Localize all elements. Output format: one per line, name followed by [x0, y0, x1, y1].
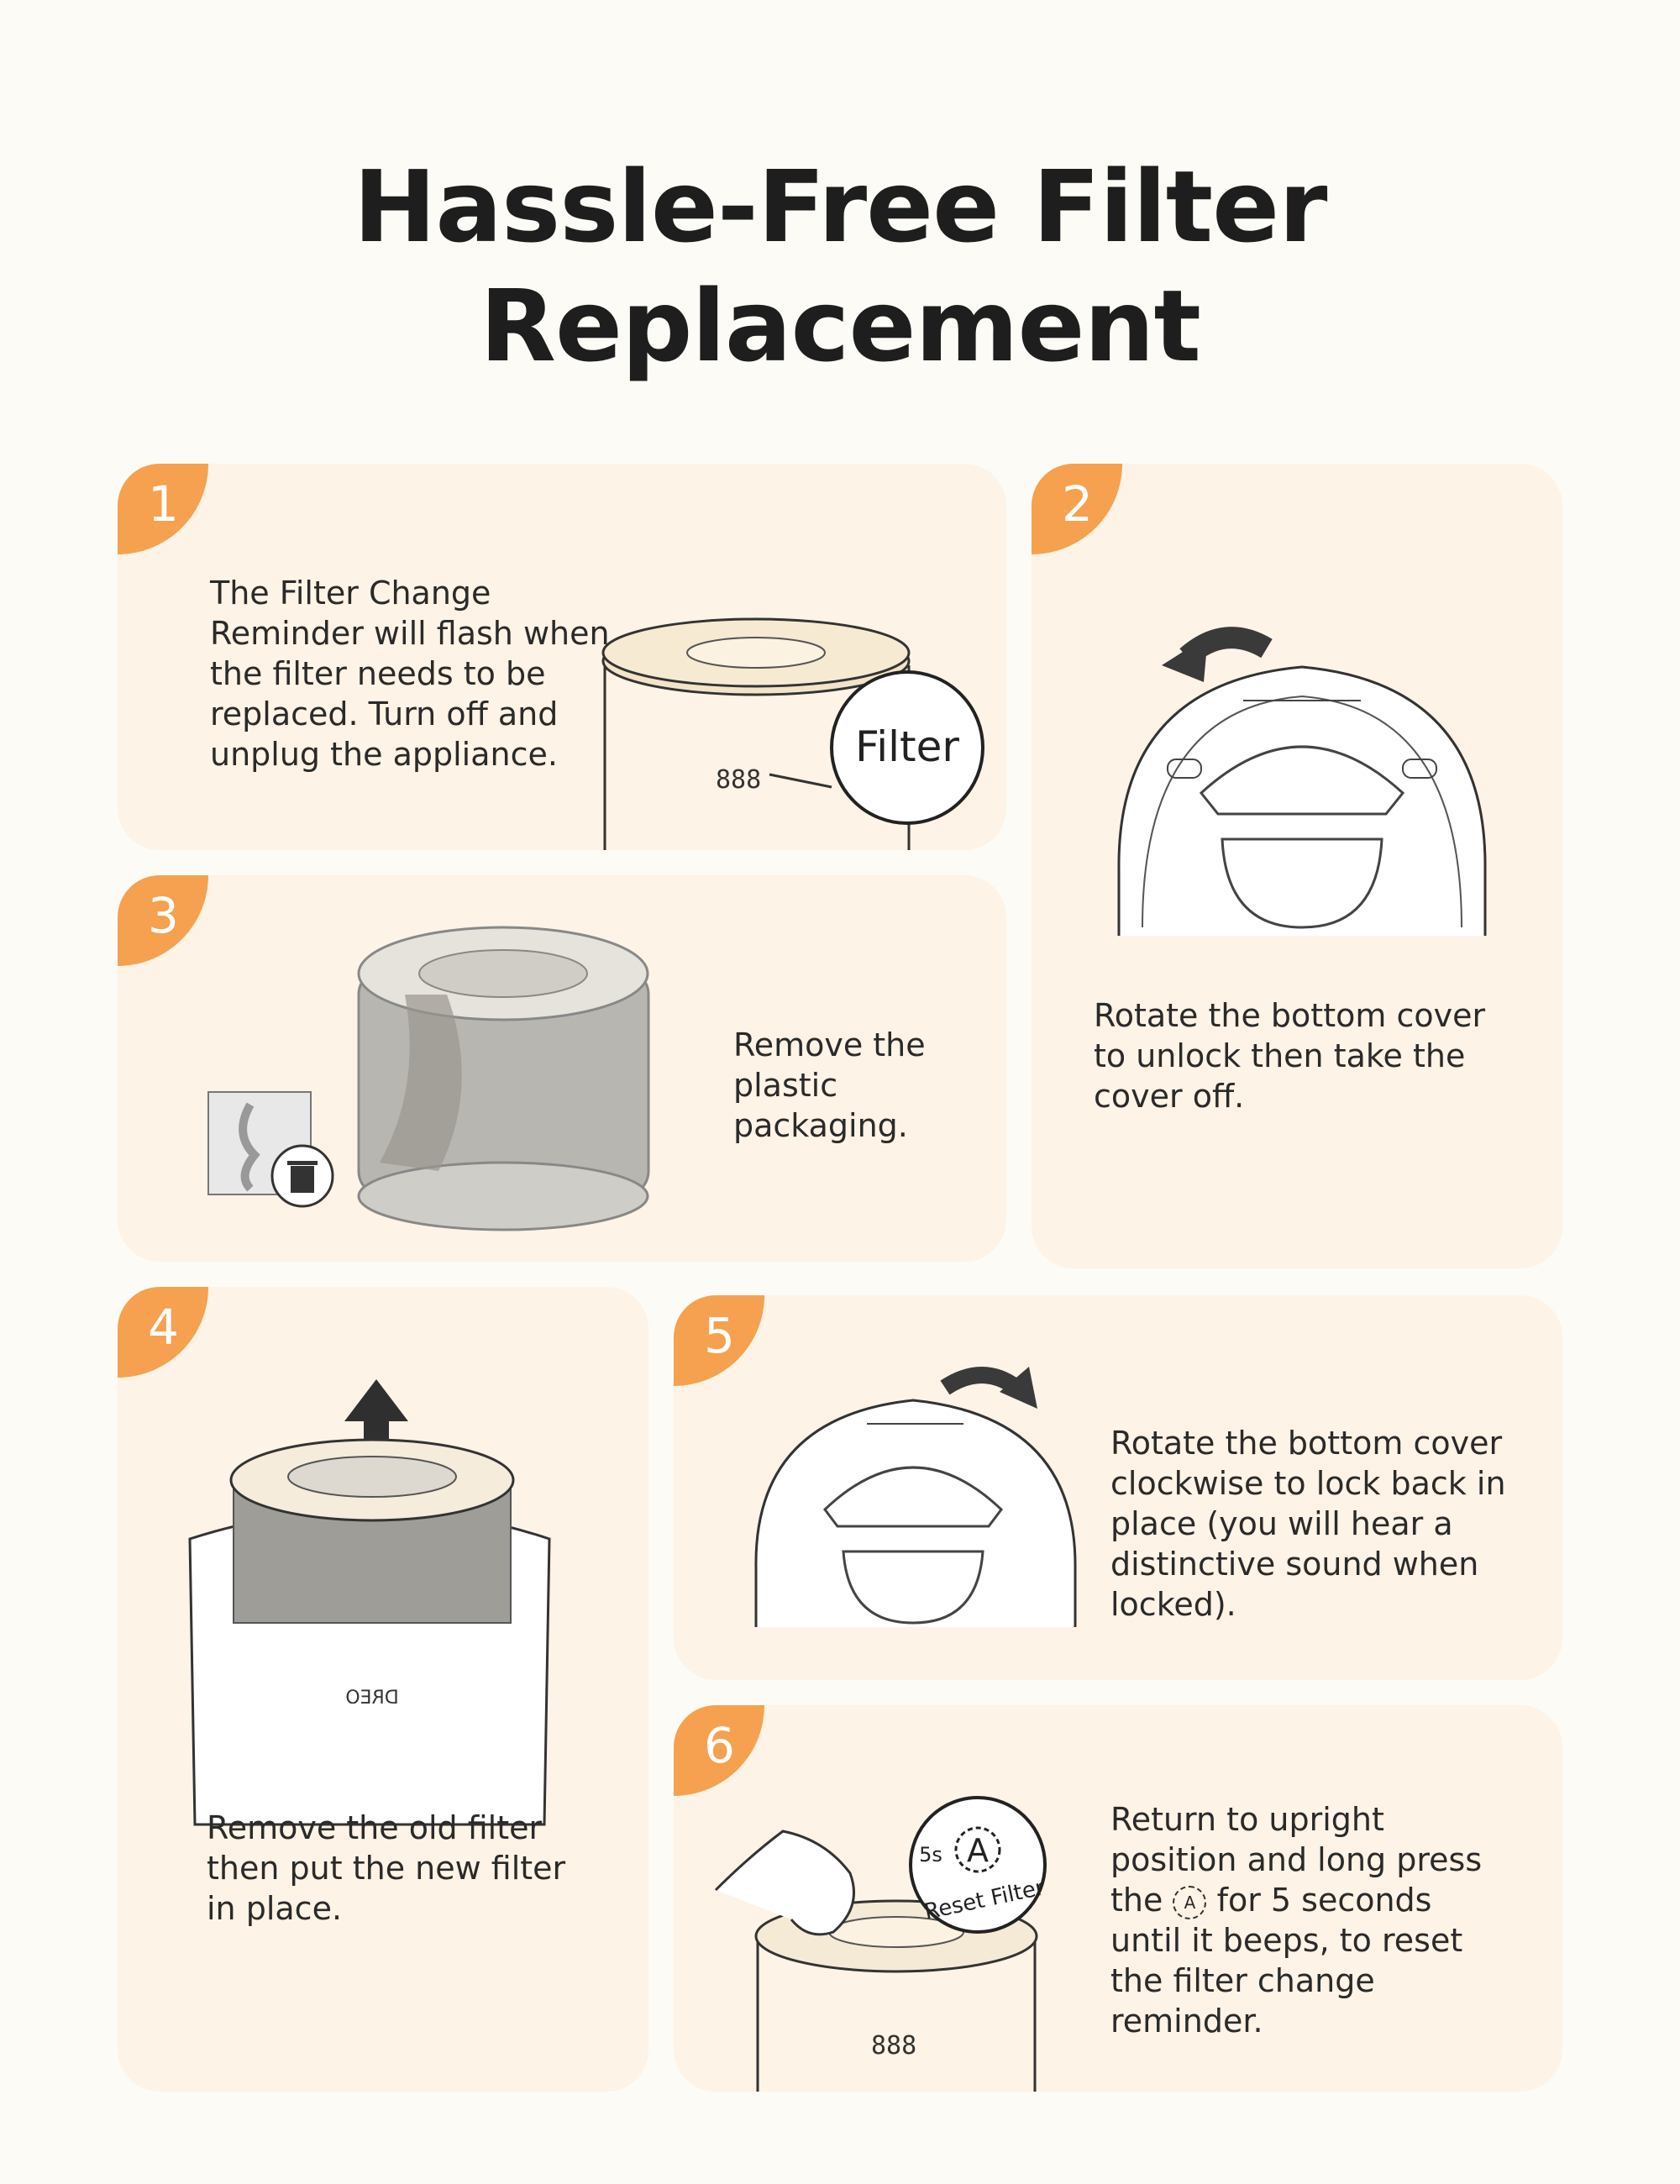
step-3-card: 3 Remove the plastic packaging.	[118, 875, 1006, 1262]
step-badge: 5	[674, 1295, 764, 1386]
display-readout: 888	[871, 2031, 916, 2061]
step-description: Return to upright position and long pres…	[1110, 1799, 1482, 2041]
wrapped-filter-illustration	[357, 926, 650, 1231]
step-badge: 1	[118, 464, 208, 554]
bottom-cover-illustration	[1117, 665, 1487, 936]
step-description: Rotate the bottom cover clockwise to loc…	[1110, 1425, 1506, 1623]
filter-callout-bubble: Filter	[830, 670, 984, 825]
step-4-card: 4 DREO Remove the old filter then put th…	[118, 1287, 648, 2092]
display-readout: 888	[716, 765, 761, 795]
filter-callout-label: Filter	[855, 722, 959, 771]
filter-replacement-illustration: DREO	[188, 1438, 551, 1826]
discard-packaging-icon	[207, 1091, 334, 1208]
step-description: Remove the plastic packaging.	[733, 1026, 926, 1144]
bottom-cover-illustration	[754, 1399, 1077, 1627]
step-badge: 3	[118, 875, 208, 966]
step-description: The Filter Change Reminder will flash wh…	[210, 575, 610, 773]
step-2-card: 2 Rotate the bottom cover to unlock then…	[1032, 464, 1562, 1268]
step-description-before: Return to upright position and long pres…	[1110, 1801, 1483, 1919]
step-badge: 4	[118, 1287, 208, 1378]
step-6-card: 6 888 A 5s Reset Filter Return to uprigh…	[674, 1705, 1562, 2092]
page-title: Hassle-Free Filter Replacement	[353, 149, 1328, 384]
step-badge: 2	[1032, 464, 1122, 554]
reset-button-duration: 5s	[919, 1843, 942, 1866]
purifier-top-illustration: 888	[601, 617, 911, 850]
reset-button-callout: A 5s Reset Filter	[909, 1796, 1047, 1934]
reset-button-inline-icon: A	[1173, 1885, 1207, 1919]
rotate-arrow-icon	[1162, 627, 1273, 682]
step-description: Remove the old filter then put the new f…	[207, 1809, 566, 1927]
step-1-card: 1 The Filter Change Reminder will flash …	[118, 464, 1006, 850]
rotate-clockwise-arrow-icon	[940, 1367, 1037, 1409]
up-arrow-icon	[344, 1379, 408, 1467]
reset-button-letter: A	[967, 1832, 989, 1869]
brand-logo: DREO	[345, 1688, 398, 1709]
step-description-after: for 5 seconds until it beeps, to reset t…	[1110, 1882, 1463, 2040]
step-description: Rotate the bottom cover to unlock then t…	[1094, 997, 1486, 1115]
step-5-card: 5 Rotate the bottom cover clockwise to l…	[674, 1295, 1562, 1680]
